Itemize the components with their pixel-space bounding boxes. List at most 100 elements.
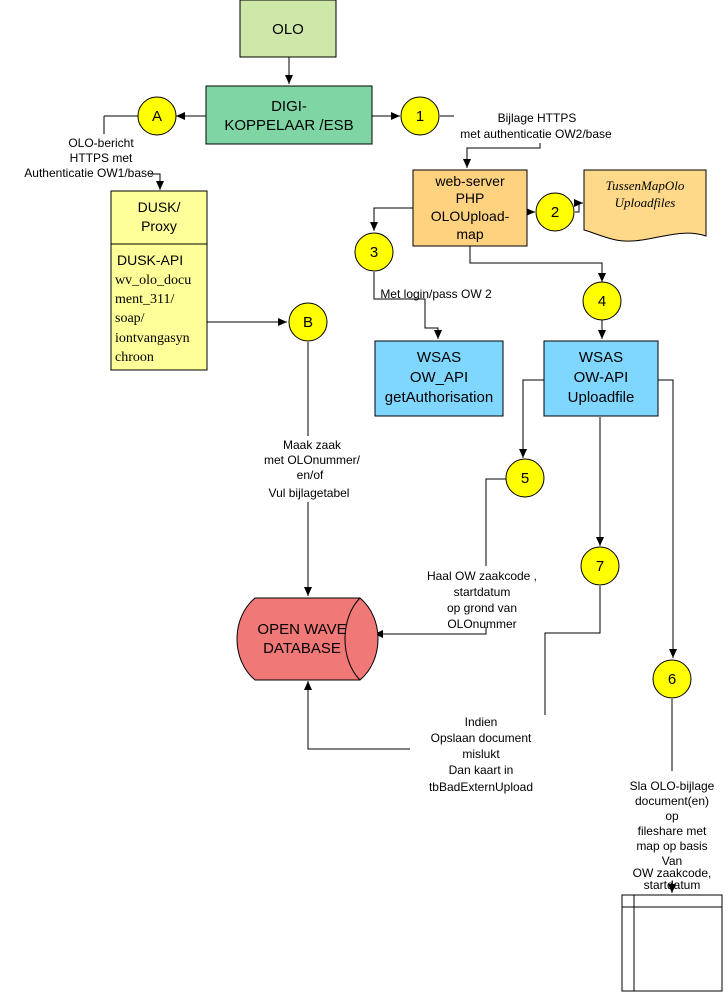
maak-zaak-line-3: en/of [297,468,324,482]
connector-5-down [485,478,506,566]
badges: A 1 2 3 4 B 5 7 6 [137,96,692,699]
olo-bericht-line-1: OLO-bericht [68,136,134,150]
badge-1-circle [400,96,440,136]
badge-7-circle [580,546,620,586]
maak-zaak-line-1: Maak zaak [283,438,342,452]
webserver-line-2: PHP [456,190,485,206]
dusk-api-detail-2: ment_311/ [115,292,174,307]
wsas-upload-line-3: Uploadfile [568,389,635,406]
tussenmap-line-2: Uploadfiles [615,195,676,210]
tussenmap-node: TussenMapOlo Uploadfiles [583,169,707,242]
badge-1-label: 1 [416,108,424,125]
haal-line-1: Haal OW zaakcode , [427,569,537,583]
wsas-upload-node: WSAS OW-API Uploadfile [543,340,659,417]
sla-line-2: document(en) [635,794,709,808]
wsas-auth-node: WSAS OW_API getAuthorisation [374,340,504,417]
haal-line-3: op grond van [447,601,517,615]
indien-line-2: Opslaan document [431,731,532,745]
webserver-box [412,169,528,247]
olo-bericht-line-3: Authenticatie OW1/base [24,166,154,180]
connectors [103,57,677,893]
dusk-api-detail-1: wv_olo_docu [115,273,191,288]
indien-line-1: Indien [465,715,498,729]
login-label: Met login/pass OW 2 [380,287,492,301]
fileshare-table-shape [621,894,723,992]
haal-line-2: startdatum [454,585,511,599]
dusk-api-title: DUSK-API [117,252,183,268]
sla-line-6: Van [662,854,682,868]
webserver-node: web-server PHP OLOUpload- map [412,169,528,247]
badge-5-label: 5 [521,470,529,487]
badge-6-label: 6 [668,671,676,688]
sla-line-1: Sla OLO-bijlage [630,779,715,793]
badge-5-circle [505,458,545,498]
indien-line-3: mislukt [462,747,500,761]
olo-bericht-line-2: HTTPS met [70,151,133,165]
dusk-proxy-line-2: Proxy [141,218,177,234]
edge-labels: OLO-bericht HTTPS met Authenticatie OW1/… [24,111,714,892]
badge-3-label: 3 [370,244,378,261]
webserver-line-1: web-server [434,173,505,189]
badge-2-label: 2 [551,204,559,221]
badge-b-label: B [303,314,313,331]
sla-line-5: map op basis [636,839,707,853]
wsas-upload-line-2: OW-API [574,369,629,386]
badge-b-circle [288,302,328,342]
olo-node: OLO [239,0,337,58]
badge-a-label: A [152,108,162,125]
badge-2-circle [535,192,575,232]
connector-bijlage-to-webserver [463,143,541,168]
wsas-upload-line-1: WSAS [579,349,623,366]
sla-line-3: op [665,809,679,823]
webserver-line-3: OLOUpload- [431,208,510,224]
dusk-api-box [110,243,208,371]
digikoppelaar-box [205,85,373,145]
wsas-upload-box [543,340,659,417]
badge-a-circle [137,96,177,136]
bijlage-line-1: Bijlage HTTPS [498,111,577,125]
badge-6-circle [652,659,692,699]
wsas-auth-line-2: OW_API [410,369,468,386]
badge-3-circle [354,232,394,272]
digikoppelaar-line-2: KOPPELAAR /ESB [224,117,353,134]
badge-4-label: 4 [598,293,606,310]
database-line-2: DATABASE [263,640,341,657]
sla-line-7: OW zaakcode, [633,866,712,880]
maak-zaak-line-4: Vul bijlagetabel [269,486,350,500]
tussenmap-document-shape [583,169,707,242]
connector-wsas-to-5 [519,379,544,458]
connector-webserver-to-4 [469,246,606,282]
webserver-line-4: map [456,226,483,242]
connector-webserver-to-3 [370,207,413,231]
wsas-auth-box [374,340,504,417]
fileshare-node [621,894,723,992]
connector-3-to-wsas-auth [373,272,442,339]
dusk-node: DUSK/ Proxy DUSK-API wv_olo_docu ment_31… [110,190,208,371]
olo-box [239,0,337,58]
connector-7-down [544,586,601,715]
wsas-auth-line-1: WSAS [417,349,461,366]
badge-7-label: 7 [596,558,604,575]
database-node: OPEN WAVE DATABASE [236,597,379,681]
dusk-api-detail-5: chroon [115,350,154,365]
database-line-1: OPEN WAVE [257,621,346,638]
indien-line-4: Dan kaart in [449,763,514,777]
haal-line-4: OLOnummer [447,617,516,631]
tussenmap-line-1: TussenMapOlo [606,178,685,193]
sla-line-4: fileshare met [638,824,707,838]
badge-4-circle [582,281,622,321]
bijlage-line-2: met authenticatie OW2/base [460,127,612,141]
database-cylinder-face [344,597,361,681]
connector-5-to-database [374,627,487,638]
olo-label: OLO [272,21,304,38]
maak-zaak-line-2: met OLOnummer/ [264,453,361,467]
indien-line-5: tbBadExternUpload [429,780,533,794]
sla-line-8: startdatum [644,878,701,892]
connector-wsas-to-6 [658,379,677,658]
digikoppelaar-line-1: DIGI- [271,98,307,115]
connector-7-to-database [304,681,410,750]
dusk-proxy-line-1: DUSK/ [138,199,181,215]
database-cylinder [236,597,379,681]
digikoppelaar-node: DIGI- KOPPELAAR /ESB [205,85,373,145]
